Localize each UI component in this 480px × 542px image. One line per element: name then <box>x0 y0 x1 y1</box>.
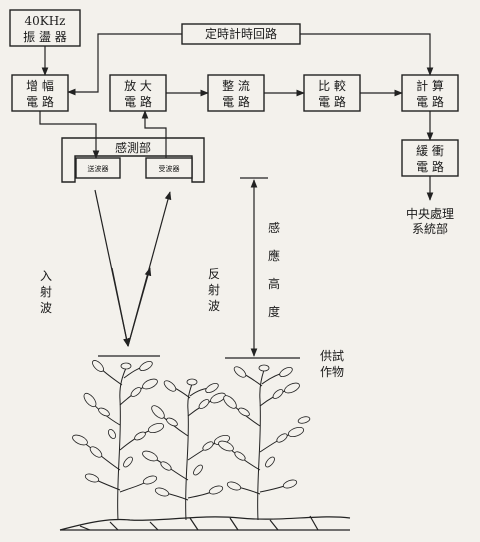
amp-line2: 電 路 <box>26 94 54 109</box>
oscillator-line2: 振 盪 器 <box>23 29 67 44</box>
sensor-unit: 感測部 送波器 受波器 <box>61 137 205 183</box>
crop-line2: 作物 <box>320 365 344 379</box>
height-label: 感 應 高 度 <box>268 220 280 319</box>
height-char4: 度 <box>268 304 280 319</box>
magnify-line2: 電 路 <box>124 94 152 109</box>
oscillator-block: 40KHz 振 盪 器 <box>9 9 81 47</box>
incident-wave-label: 入 射 波 <box>40 269 52 315</box>
amp-block: 增 幅 電 路 <box>11 74 69 112</box>
central-line2: 系統部 <box>412 221 448 236</box>
compare-block: 比 較 電 路 <box>303 74 361 112</box>
reflected-char2: 射 <box>208 282 220 297</box>
ground <box>59 515 351 531</box>
receiver-label: 受波器 <box>159 164 180 173</box>
height-indicator <box>225 177 300 359</box>
compare-line1: 比 較 <box>318 78 346 93</box>
incident-char3: 波 <box>40 301 52 315</box>
rectify-block: 整 流 電 路 <box>207 74 265 112</box>
central-line1: 中央處理 <box>406 206 454 221</box>
compare-line2: 電 路 <box>318 94 346 109</box>
incident-char2: 射 <box>40 284 52 299</box>
magnify-line1: 放 大 <box>124 78 152 93</box>
plant-2 <box>142 378 231 521</box>
height-char3: 高 <box>268 276 280 291</box>
magnify-block: 放 大 電 路 <box>109 74 167 112</box>
sensor-label: 感測部 <box>115 140 151 155</box>
oscillator-line1: 40KHz <box>24 14 65 28</box>
amp-line1: 增 幅 <box>26 78 54 93</box>
reflected-char1: 反 <box>208 267 220 281</box>
rectify-line1: 整 流 <box>222 78 250 93</box>
plant-1 <box>72 360 165 521</box>
calc-block: 計 算 電 路 <box>401 74 459 112</box>
timer-label: 定時計時回路 <box>205 26 277 41</box>
calc-line1: 計 算 <box>416 78 444 93</box>
buffer-line1: 緩 衝 <box>416 144 444 158</box>
buffer-line2: 電 路 <box>416 159 444 174</box>
connections <box>39 33 434 201</box>
reflected-char3: 波 <box>208 299 220 313</box>
calc-line2: 電 路 <box>416 94 444 109</box>
reflected-wave-label: 反 射 波 <box>208 267 220 313</box>
plant-3 <box>218 364 311 521</box>
height-char1: 感 <box>268 220 280 235</box>
wave-beams <box>94 189 172 357</box>
incident-char1: 入 <box>40 269 52 283</box>
rectify-line2: 電 路 <box>222 94 250 109</box>
crop-label: 供試 作物 <box>320 348 344 379</box>
crop-line1: 供試 <box>320 348 344 363</box>
buffer-block: 緩 衝 電 路 <box>401 139 459 177</box>
transmitter-label: 送波器 <box>88 164 109 173</box>
height-char2: 應 <box>268 248 280 263</box>
timer-block: 定時計時回路 <box>181 23 301 45</box>
crop-plants <box>72 360 311 521</box>
